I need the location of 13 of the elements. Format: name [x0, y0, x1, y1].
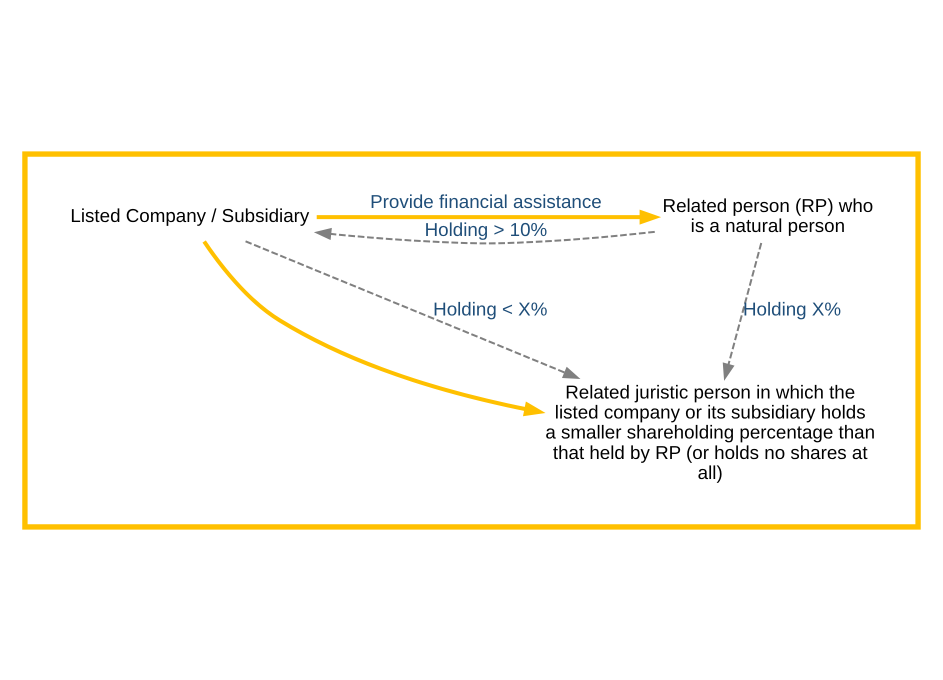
edge-label: Holding X%	[742, 298, 842, 319]
cluster	[22, 150, 921, 530]
node-text: Listed Company / Subsidiary	[70, 204, 310, 226]
arrow	[316, 209, 662, 224]
arrow	[722, 242, 762, 380]
edge-label: Holding > 10%	[424, 218, 548, 240]
arrow	[202, 240, 546, 416]
arrow	[245, 240, 580, 379]
edge-label: Provide financial assistance	[370, 190, 602, 212]
edge-label: Holding < X%	[433, 298, 548, 319]
node-text: Related person (RP) who is a natural person	[662, 194, 874, 236]
arrow	[314, 227, 655, 244]
node-text: Related juristic person in which the listed company or its subsidiary holds a smaller shareholding percentage than that held by RP (or holds no shares at all)	[545, 380, 876, 482]
